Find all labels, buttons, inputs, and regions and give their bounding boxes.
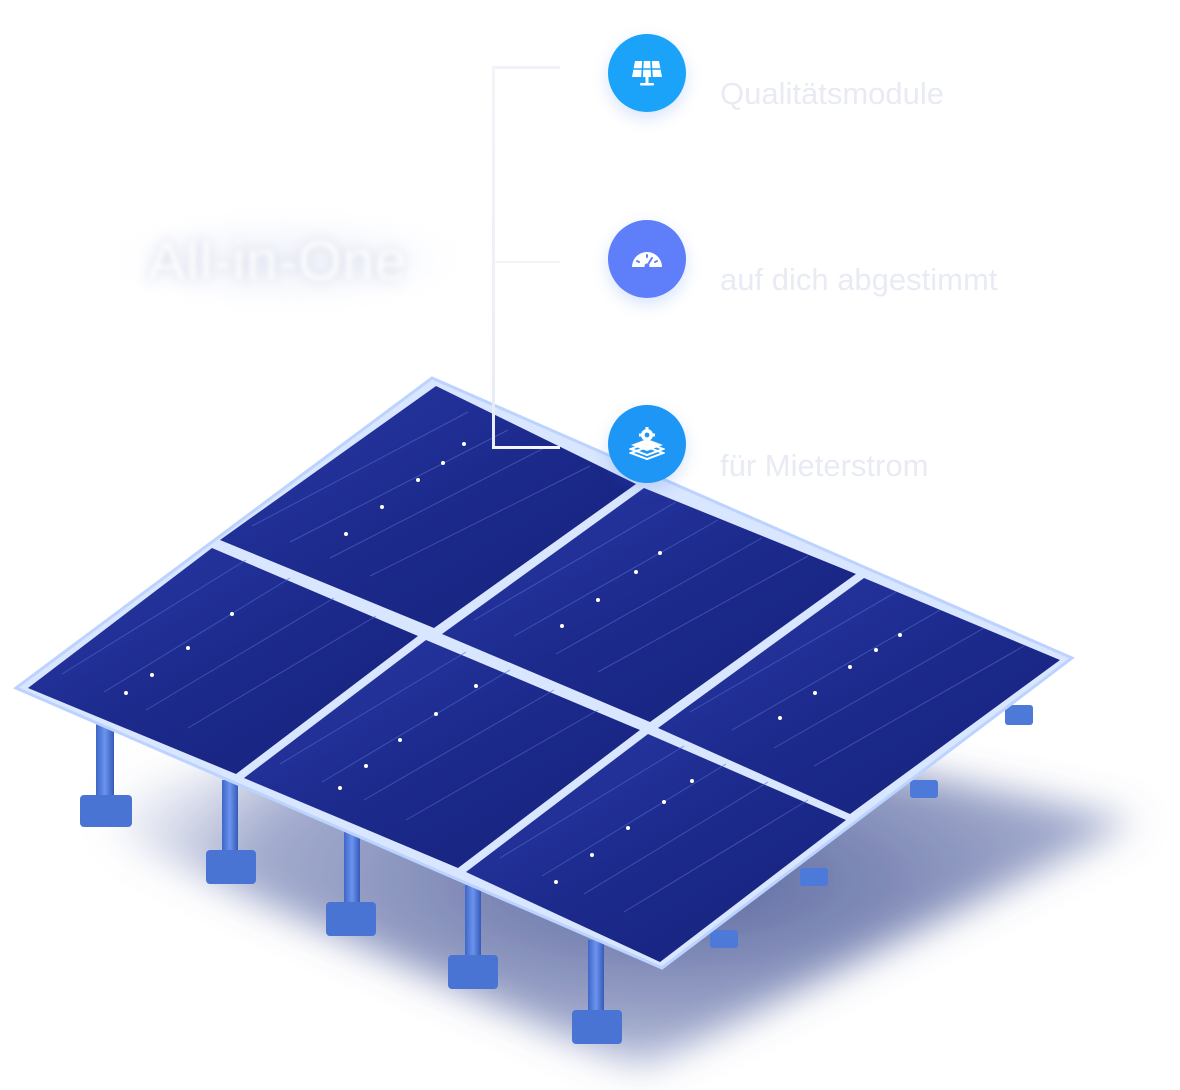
feature-2-icon-circle [608, 220, 686, 298]
feature-1-icon-circle [608, 34, 686, 112]
solar-panel-icon [632, 60, 662, 86]
mount-legs [80, 720, 622, 1044]
headline-area: All-in-One [118, 210, 458, 310]
connector-bottom [492, 446, 560, 449]
feature-3-icon-circle [608, 405, 686, 483]
cell-lines [61, 411, 1025, 913]
rear-rails [710, 705, 1033, 948]
connector-vertical [492, 68, 495, 448]
connector-top [492, 66, 560, 69]
layers-gear-icon [629, 427, 665, 461]
cell-highlights [124, 442, 902, 884]
feature-3-label: für Mieterstrom [720, 448, 929, 483]
feature-2-label: auf dich abgestimmt [720, 262, 998, 297]
speedometer-icon [632, 252, 662, 269]
headline-text: All-in-One [148, 229, 407, 292]
feature-1-label: Qualitätsmodule [720, 76, 945, 111]
connector-middle [494, 261, 560, 263]
